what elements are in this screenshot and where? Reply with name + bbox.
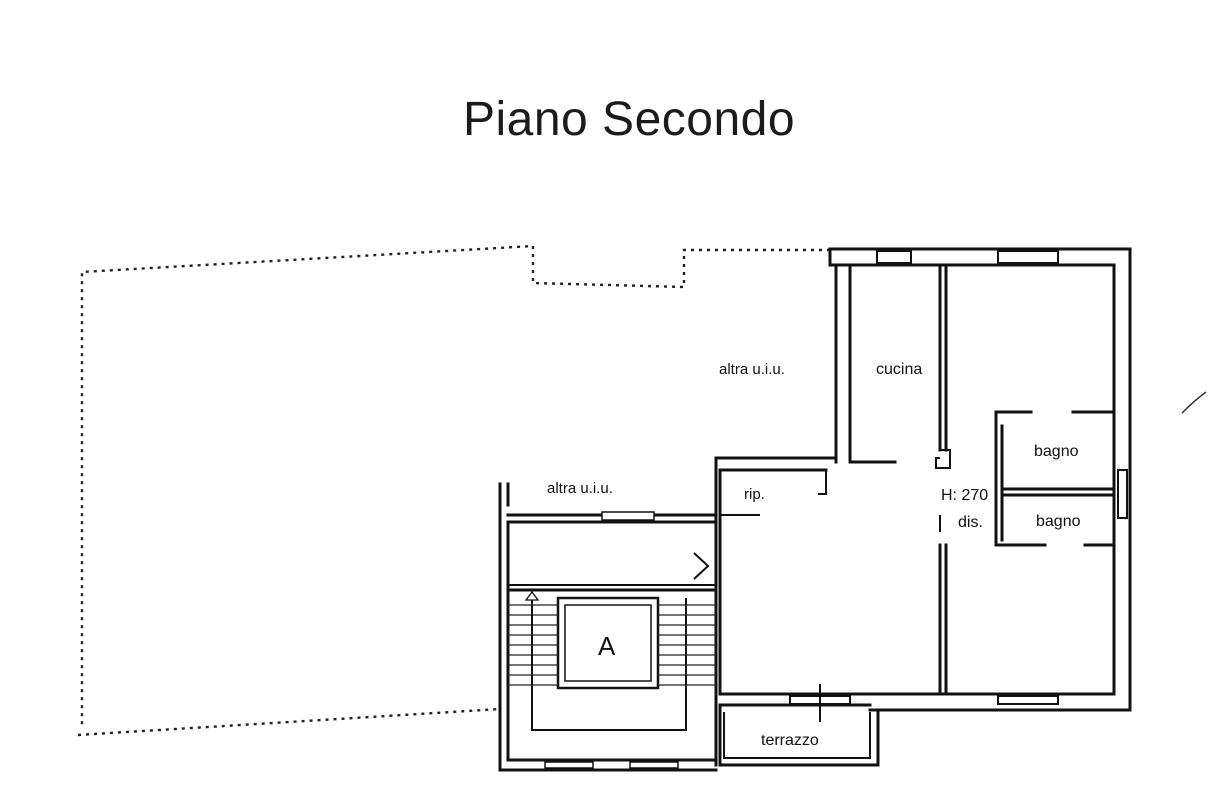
neighbour-boundary-dotted [77, 244, 830, 737]
windows [789, 250, 1059, 705]
label-dis: dis. [958, 514, 983, 531]
label-bagno-1: bagno [1034, 443, 1079, 460]
label-height: H: 270 [941, 487, 988, 504]
interior-walls [718, 263, 1128, 696]
label-rip: rip. [744, 486, 765, 503]
stairwell [498, 482, 718, 772]
label-cucina: cucina [876, 361, 922, 378]
plan-title: Piano Secondo [462, 93, 796, 146]
label-altra-uiu-upper: altra u.i.u. [719, 361, 785, 378]
label-stair-core: A [598, 631, 616, 661]
label-altra-uiu-lower: altra u.i.u. [547, 480, 613, 497]
label-bagno-2: bagno [1036, 513, 1081, 530]
room-labels: altra u.i.u. cucina bagno altra u.i.u. r… [547, 361, 1081, 749]
label-terrazzo: terrazzo [761, 732, 819, 749]
terrazzo-outline [718, 684, 880, 767]
outer-walls [714, 247, 1132, 767]
pen-mark [1181, 391, 1207, 414]
